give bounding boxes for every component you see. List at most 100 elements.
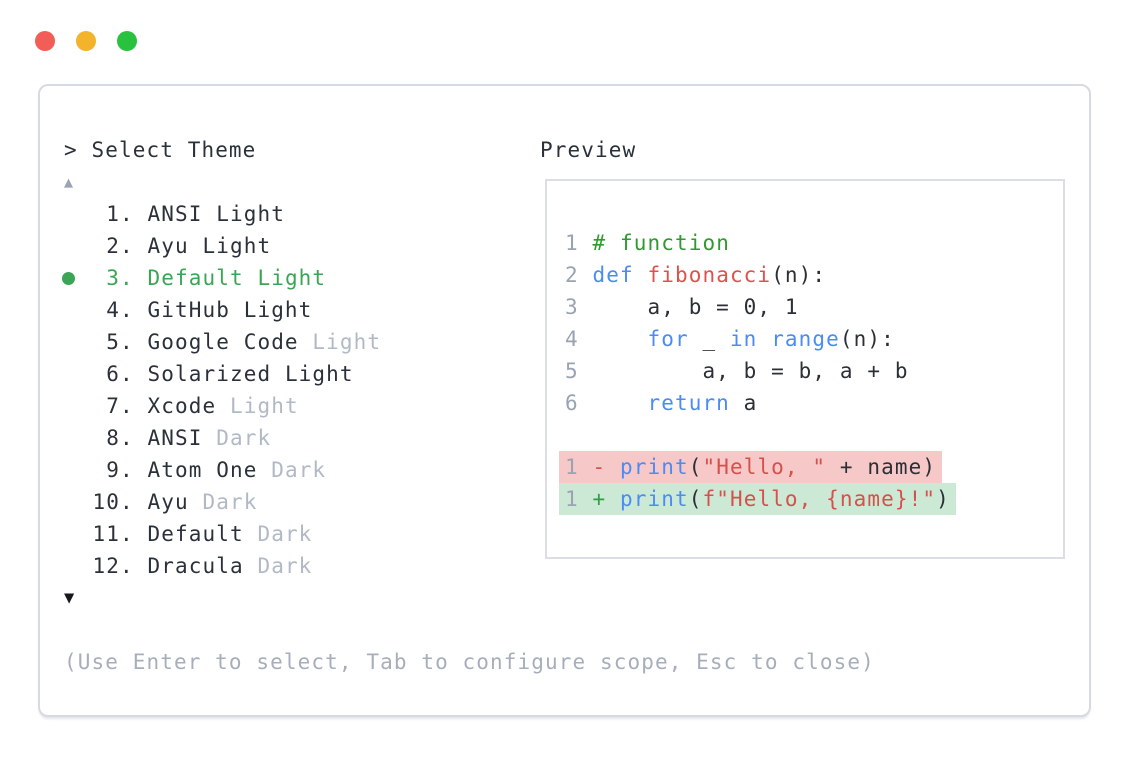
- code-token: f"Hello, {name}!": [702, 487, 937, 511]
- theme-option-dracula-dark[interactable]: 12. Dracula Dark: [64, 550, 540, 582]
- theme-name: GitHub: [147, 298, 244, 322]
- theme-option-ansi-light[interactable]: 1. ANSI Light: [64, 198, 540, 230]
- code-token: return: [647, 391, 730, 415]
- theme-number: 1: [106, 202, 120, 226]
- theme-number-separator: .: [120, 298, 148, 322]
- theme-option-default-light[interactable]: 3. Default Light: [62, 262, 540, 294]
- theme-number-separator: .: [120, 490, 148, 514]
- code-token: "Hello, ": [702, 455, 827, 479]
- code-token: 5: [565, 359, 579, 383]
- theme-number: 8: [106, 426, 120, 450]
- theme-variant: Light: [243, 298, 313, 322]
- theme-variant: Light: [257, 266, 327, 290]
- code-line: 6 return a: [565, 387, 1063, 419]
- code-line: 3 a, b = 0, 1: [565, 291, 1063, 323]
- theme-option-google-code-light[interactable]: 5. Google Code Light: [64, 326, 540, 358]
- code-token: fibonacci: [647, 263, 772, 287]
- code-line: 2 def fibonacci(n):: [565, 259, 1063, 291]
- code-token: (n):: [839, 327, 895, 351]
- code-line: 1 # function: [565, 227, 1063, 259]
- theme-variant: Light: [202, 234, 272, 258]
- theme-variant: Light: [229, 394, 299, 418]
- theme-number-separator: .: [120, 554, 148, 578]
- theme-name: Atom One: [147, 458, 272, 482]
- theme-number: 5: [106, 330, 120, 354]
- code-token: 2: [565, 263, 579, 287]
- window-controls: [35, 31, 137, 51]
- code-token: +: [592, 487, 607, 511]
- code-token: [634, 263, 648, 287]
- theme-name: ANSI: [147, 202, 217, 226]
- code-token: -: [592, 455, 607, 479]
- theme-number-separator: .: [120, 266, 148, 290]
- preview-title: Preview: [540, 138, 637, 162]
- scroll-up-icon: ▲: [64, 173, 74, 191]
- theme-number-separator: .: [120, 394, 148, 418]
- code-token: print: [620, 487, 689, 511]
- selected-dot-column: [62, 262, 92, 294]
- code-token: [606, 487, 620, 511]
- code-token: def: [592, 263, 634, 287]
- theme-variant: Dark: [202, 490, 258, 514]
- theme-number-separator: .: [120, 426, 148, 450]
- spacer: [64, 614, 540, 646]
- theme-name: Google Code: [147, 330, 313, 354]
- code-token: for: [647, 327, 689, 351]
- theme-option-solarized-light[interactable]: 6. Solarized Light: [64, 358, 540, 390]
- theme-name: Xcode: [147, 394, 230, 418]
- theme-variant: Dark: [257, 522, 313, 546]
- theme-option-ayu-dark[interactable]: 10. Ayu Dark: [64, 486, 540, 518]
- code-line: 5 a, b = b, a + b: [565, 355, 1063, 387]
- diff-line-added: 1 + print(f"Hello, {name}!"): [559, 483, 1063, 515]
- close-button[interactable]: [35, 31, 55, 51]
- theme-option-xcode-light[interactable]: 7. Xcode Light: [64, 390, 540, 422]
- code-token: (: [688, 455, 703, 479]
- theme-number-separator: .: [120, 330, 148, 354]
- code-token: 1: [565, 455, 579, 479]
- code-token: 6: [565, 391, 579, 415]
- theme-number: 10: [92, 490, 120, 514]
- theme-number: 7: [106, 394, 120, 418]
- theme-option-ayu-light[interactable]: 2. Ayu Light: [64, 230, 540, 262]
- theme-name: Default: [147, 266, 258, 290]
- code-token: [606, 455, 620, 479]
- code-token: [579, 263, 593, 287]
- zoom-button[interactable]: [117, 31, 137, 51]
- scroll-down-indicator: ▼: [64, 582, 540, 614]
- code-token: [579, 327, 648, 351]
- theme-number-separator: .: [120, 522, 148, 546]
- diff-highlight-removed: 1 - print("Hello, " + name): [559, 451, 943, 483]
- theme-option-atom-one-dark[interactable]: 9. Atom One Dark: [64, 454, 540, 486]
- theme-number: 3: [106, 266, 120, 290]
- code-token: 1: [565, 231, 579, 255]
- diff-highlight-added: 1 + print(f"Hello, {name}!"): [559, 483, 956, 515]
- theme-number: 6: [106, 362, 120, 386]
- code-token: 1: [565, 487, 579, 511]
- code-token: print: [620, 455, 689, 479]
- theme-variant: Light: [312, 330, 382, 354]
- code-token: in: [729, 327, 758, 351]
- minimize-button[interactable]: [76, 31, 96, 51]
- code-token: _: [688, 327, 730, 351]
- theme-name: Dracula: [147, 554, 258, 578]
- theme-number-separator: .: [120, 362, 148, 386]
- theme-variant: Light: [216, 202, 285, 226]
- prompt-chevron-icon: >: [64, 138, 92, 162]
- theme-option-ansi-dark[interactable]: 8. ANSI Dark: [64, 422, 540, 454]
- theme-number: 9: [106, 458, 120, 482]
- code-token: ): [936, 487, 950, 511]
- keyboard-hint: (Use Enter to select, Tab to configure s…: [64, 650, 875, 674]
- scroll-down-icon: ▼: [64, 588, 75, 608]
- page-title: Select Theme: [91, 138, 257, 162]
- theme-option-default-dark[interactable]: 11. Default Dark: [64, 518, 540, 550]
- theme-name: Default: [147, 522, 258, 546]
- theme-option-github-light[interactable]: 4. GitHub Light: [64, 294, 540, 326]
- scroll-up-indicator: ▲: [64, 166, 540, 198]
- theme-number: 4: [106, 298, 120, 322]
- code-token: (: [688, 487, 703, 511]
